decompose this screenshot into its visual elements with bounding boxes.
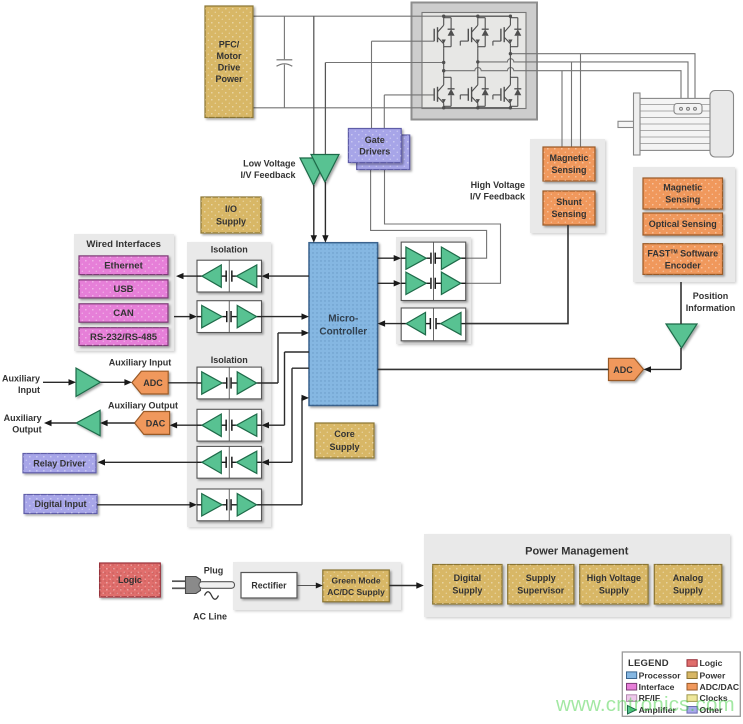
svg-text:Auxiliary: Auxiliary	[4, 413, 42, 423]
svg-text:www.cntronics.com: www.cntronics.com	[555, 693, 735, 716]
svg-text:Input: Input	[18, 385, 40, 395]
svg-text:Isolation: Isolation	[211, 355, 248, 365]
svg-text:LEGEND: LEGEND	[628, 658, 669, 669]
svg-text:ADC: ADC	[613, 365, 633, 375]
svg-text:Motor: Motor	[217, 51, 242, 61]
svg-text:Output: Output	[12, 425, 42, 435]
svg-text:High Voltage: High Voltage	[587, 573, 641, 583]
svg-text:Analog: Analog	[673, 573, 704, 583]
svg-text:Plug: Plug	[204, 566, 224, 576]
svg-text:Supply: Supply	[673, 586, 703, 596]
svg-text:Sensing: Sensing	[551, 165, 586, 175]
svg-text:Position: Position	[693, 291, 729, 301]
svg-text:Amplifier: Amplifier	[639, 705, 677, 715]
svg-text:Clocks: Clocks	[700, 693, 728, 703]
svg-text:Supply: Supply	[329, 442, 359, 452]
svg-text:Power: Power	[700, 670, 726, 680]
svg-text:Drivers: Drivers	[359, 146, 390, 156]
svg-text:I/V Feedback: I/V Feedback	[470, 192, 526, 202]
svg-text:DAC: DAC	[146, 419, 166, 429]
svg-text:I/V Feedback: I/V Feedback	[240, 170, 296, 180]
svg-text:Magnetic: Magnetic	[549, 153, 588, 163]
svg-text:Processor: Processor	[639, 670, 682, 680]
svg-text:Magnetic: Magnetic	[663, 183, 702, 193]
svg-text:Sensing: Sensing	[551, 209, 586, 219]
svg-text:Power: Power	[215, 74, 243, 84]
svg-text:Controller: Controller	[319, 327, 367, 338]
svg-text:AC/DC Supply: AC/DC Supply	[327, 587, 385, 597]
svg-text:Ethernet: Ethernet	[104, 260, 143, 271]
svg-text:Optical Sensing: Optical Sensing	[649, 219, 717, 229]
svg-text:Logic: Logic	[700, 658, 723, 668]
svg-text:FASTTM Software: FASTTM Software	[647, 248, 718, 258]
svg-text:AC Line: AC Line	[193, 612, 227, 622]
svg-text:I/O: I/O	[225, 204, 237, 214]
svg-text:Micro-: Micro-	[328, 314, 358, 325]
svg-text:Drive: Drive	[218, 63, 241, 73]
svg-text:Supply: Supply	[599, 586, 629, 596]
svg-text:Digital: Digital	[454, 573, 482, 583]
svg-text:PFC/: PFC/	[219, 40, 240, 50]
svg-text:Low Voltage: Low Voltage	[243, 159, 295, 169]
svg-text:Supply: Supply	[452, 586, 482, 596]
svg-text:ADC/DAC: ADC/DAC	[700, 682, 740, 692]
svg-text:Rectifier: Rectifier	[251, 581, 287, 591]
svg-text:CAN: CAN	[113, 308, 134, 319]
svg-text:ADC: ADC	[143, 378, 163, 388]
svg-text:Sensing: Sensing	[665, 195, 700, 205]
svg-text:Encoder: Encoder	[665, 260, 702, 270]
svg-text:Isolation: Isolation	[211, 245, 248, 255]
svg-text:Green Mode: Green Mode	[331, 575, 380, 585]
svg-text:USB: USB	[113, 284, 133, 295]
svg-text:High Voltage: High Voltage	[471, 180, 525, 190]
svg-text:Auxiliary Output: Auxiliary Output	[108, 401, 178, 411]
svg-text:RF/IF: RF/IF	[639, 693, 660, 703]
svg-text:Shunt: Shunt	[556, 197, 582, 207]
svg-text:Supervisor: Supervisor	[517, 586, 565, 596]
svg-text:Supply: Supply	[216, 216, 246, 226]
svg-text:RS-232/RS-485: RS-232/RS-485	[90, 332, 158, 343]
svg-text:Auxiliary: Auxiliary	[2, 374, 40, 384]
svg-text:Power Management: Power Management	[525, 546, 629, 558]
svg-text:Information: Information	[686, 303, 736, 313]
svg-text:Digital Input: Digital Input	[35, 499, 87, 509]
svg-text:Wired Interfaces: Wired Interfaces	[86, 239, 161, 250]
svg-text:Supply: Supply	[526, 573, 556, 583]
svg-text:Other: Other	[700, 705, 724, 715]
svg-text:Relay Driver: Relay Driver	[33, 458, 86, 468]
svg-text:Gate: Gate	[365, 135, 385, 145]
svg-text:Interface: Interface	[639, 682, 675, 692]
svg-text:Core: Core	[334, 429, 355, 439]
svg-text:Auxiliary Input: Auxiliary Input	[109, 358, 172, 368]
